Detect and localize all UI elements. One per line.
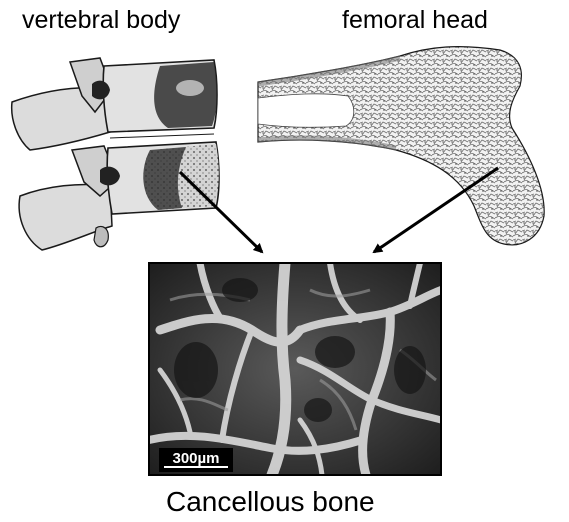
arrow-vertebral-to-micrograph [180, 172, 262, 252]
scale-bar: 300µm [159, 448, 233, 472]
medullary-canal [258, 94, 354, 127]
femoral-head-illustration [258, 47, 544, 245]
scale-bar-text: 300µm [172, 450, 219, 467]
sem-micrograph [149, 263, 441, 475]
vertebral-body-illustration [12, 58, 219, 250]
